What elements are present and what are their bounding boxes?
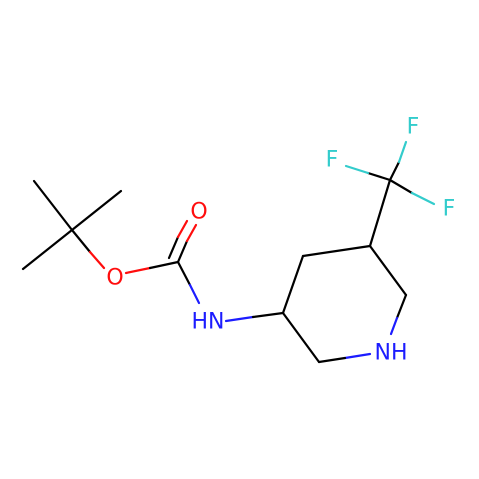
bond-carbonyl-double-2b xyxy=(176,219,189,239)
bond-nh-c3-a xyxy=(224,315,255,323)
atom-f-left: F xyxy=(326,148,339,173)
bond-cf3-f-right-b xyxy=(410,191,436,206)
bond-c5-cf3 xyxy=(368,178,392,248)
bond-tbu-methyl-left xyxy=(21,228,74,271)
bond-cf3-f-left-b xyxy=(344,164,370,175)
bond-carbonyl-nh-a xyxy=(176,260,192,287)
bonds xyxy=(21,140,436,364)
bond-c4-c5 xyxy=(301,244,372,258)
bond-tbu-o-a xyxy=(70,228,92,254)
bond-carbonyl-double-1a xyxy=(176,239,189,264)
bond-c6-n-a xyxy=(395,293,408,320)
bond-tbu-methyl-top xyxy=(32,179,74,232)
bond-o-carbonyl-a xyxy=(124,266,152,275)
atom-f-top: F xyxy=(407,115,420,140)
bond-carbonyl-nh-b xyxy=(188,283,201,305)
bond-c2-c3 xyxy=(281,311,321,364)
atom-o-double: O xyxy=(190,200,207,225)
bond-nh-c3-b xyxy=(251,311,285,319)
bond-o-carbonyl-b xyxy=(148,260,180,270)
atom-o-ester: O xyxy=(106,266,123,291)
bond-cf3-f-top-b xyxy=(397,140,408,164)
bond-n-c2-a xyxy=(343,352,372,360)
bond-n-c2-b xyxy=(317,356,347,364)
bond-cf3-f-right-a xyxy=(388,178,414,195)
bond-tbu-o-b xyxy=(88,250,106,270)
atom-labels: O O HN NH F F F xyxy=(106,115,455,366)
bond-tbu-methyl-right xyxy=(70,189,123,232)
atom-nh-carbamate: HN xyxy=(192,310,225,335)
bond-carbonyl-double-2a xyxy=(167,235,180,260)
bond-carbonyl-double-1b xyxy=(185,223,198,243)
bond-cf3-f-top-a xyxy=(388,160,401,182)
atom-nh-ring: NH xyxy=(375,341,408,366)
bond-cf3-f-left-a xyxy=(366,171,392,182)
bond-c5-c6 xyxy=(368,244,408,297)
atom-f-right: F xyxy=(443,197,456,222)
bond-c3-c4 xyxy=(281,254,305,315)
bond-c6-n-b xyxy=(389,316,399,336)
